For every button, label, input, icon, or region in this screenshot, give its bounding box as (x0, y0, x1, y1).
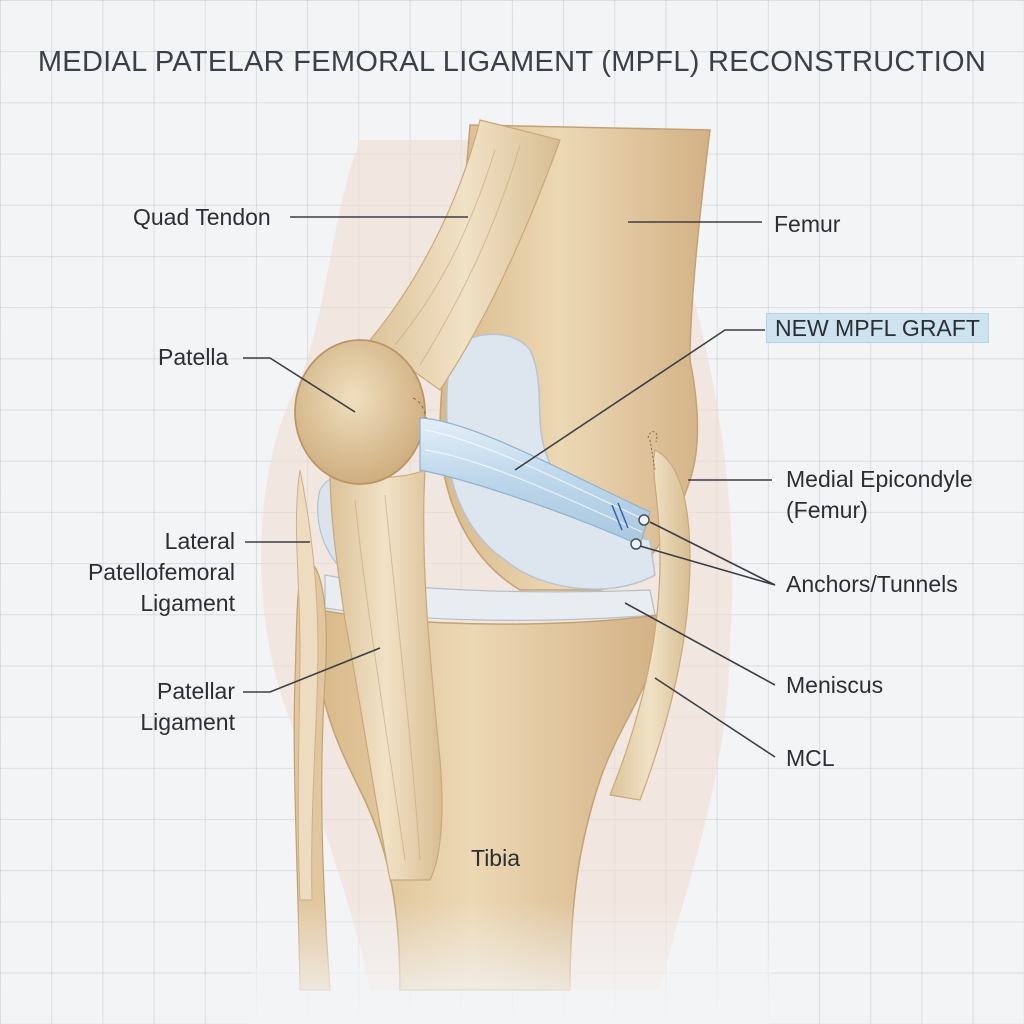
label-patellar-lig-line1: Patellar (157, 678, 235, 704)
leader-lines (243, 216, 776, 758)
label-lateral-pf-line1: Lateral (164, 528, 235, 554)
label-patellar-lig-line2: Ligament (140, 709, 235, 735)
label-mcl: MCL (786, 745, 835, 771)
quad-tendon (369, 119, 561, 391)
label-patellar-ligament: Patellar Ligament (100, 676, 235, 738)
patella-bone (294, 339, 426, 485)
leader-anchor-2 (639, 545, 776, 586)
patellar-ligament (329, 469, 443, 881)
label-quad-tendon: Quad Tendon (133, 204, 271, 230)
leader-mcl (654, 677, 776, 758)
leader-meniscus (624, 602, 776, 686)
anchor-1 (638, 514, 650, 526)
leader-patellar-lig (243, 647, 381, 693)
label-lateral-pf-ligament: Lateral Patellofemoral Ligament (60, 526, 235, 619)
graft-highlight: NEW MPFL GRAFT (766, 313, 989, 343)
label-lateral-pf-line2: Patellofemoral (87, 559, 235, 585)
leader-graft (514, 329, 765, 471)
label-meniscus: Meniscus (786, 672, 884, 698)
diagram-title: MEDIAL PATELAR FEMORAL LIGAMENT (MPFL) R… (37, 46, 987, 78)
label-medial-epicondyle: Medial Epicondyle (Femur) (786, 464, 973, 526)
label-tibia: Tibia (471, 845, 520, 871)
label-new-mpfl-graft: NEW MPFL GRAFT (766, 313, 989, 344)
label-medial-epicondyle-line1: Medial Epicondyle (786, 466, 973, 492)
label-medial-epicondyle-line2: (Femur) (786, 497, 868, 523)
leader-anchor-1 (649, 521, 776, 586)
label-femur: Femur (774, 211, 841, 237)
label-anchors-tunnels: Anchors/Tunnels (786, 571, 958, 597)
leader-patella (243, 357, 356, 413)
mcl (609, 449, 691, 801)
label-patella: Patella (158, 344, 229, 370)
label-lateral-pf-line3: Ligament (140, 590, 235, 616)
anchor-2 (630, 538, 642, 550)
